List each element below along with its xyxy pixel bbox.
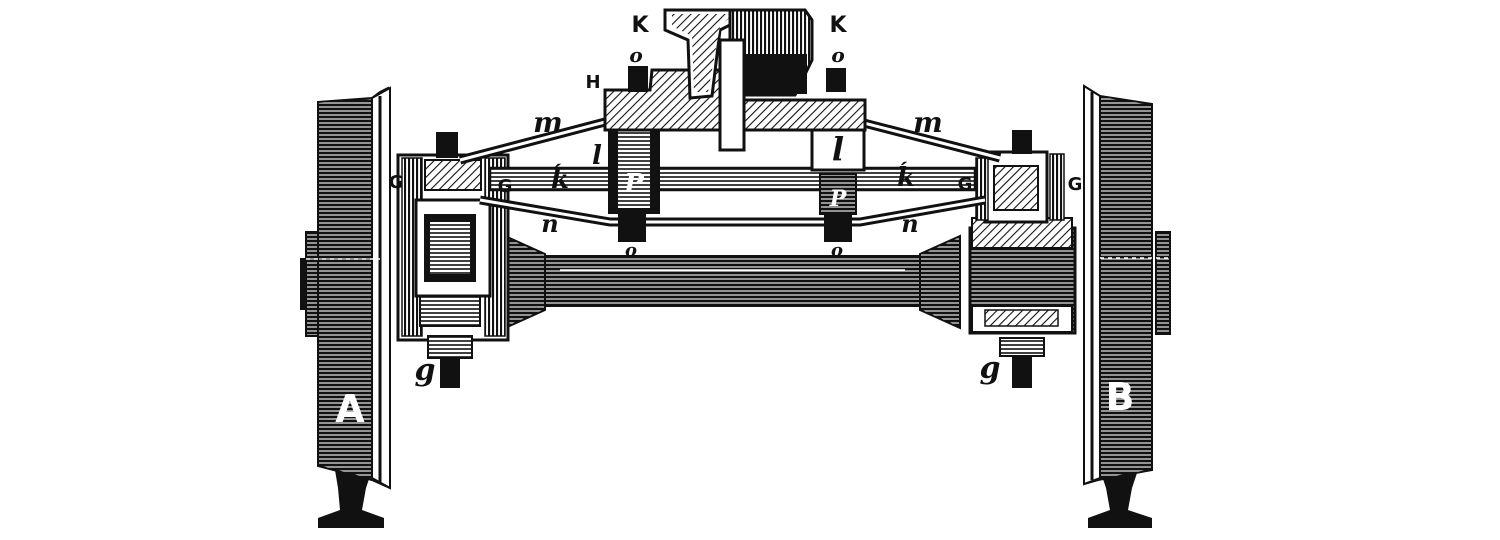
label-g-outer-left: G <box>389 172 404 193</box>
rod-n-lower <box>479 195 986 227</box>
label-o-bottom-right: o <box>831 240 843 261</box>
label-m-right: m <box>913 106 943 139</box>
axle-box-right <box>968 130 1077 388</box>
label-g-inner-right: G <box>958 174 973 195</box>
label-k-prime-left: ḱ <box>551 163 569 195</box>
label-wheel-b: B <box>1106 375 1135 419</box>
label-m-left: m <box>533 106 563 139</box>
labels: A B K K o o H m m l l ḱ ḱ P P G G G G n … <box>335 13 1134 431</box>
label-wheel-a: A <box>335 387 365 431</box>
rail-right <box>1088 470 1152 528</box>
label-l-block: l <box>832 130 844 168</box>
label-h: H <box>585 72 600 93</box>
wheel-b <box>1083 84 1172 486</box>
label-k-left: K <box>631 13 649 38</box>
label-g-outer-right: G <box>1068 174 1083 195</box>
label-l-left: l <box>592 141 602 171</box>
label-p-right: P <box>829 186 848 212</box>
rail-left <box>318 470 384 528</box>
label-k-prime-right: ḱ <box>897 161 915 193</box>
label-o-top-right: o <box>831 43 844 67</box>
axle-shaft <box>504 234 961 330</box>
wheel-a <box>300 86 391 490</box>
label-n-right: n <box>901 209 918 238</box>
label-g-left: g <box>415 353 436 388</box>
label-g-inner-left: G <box>498 176 513 197</box>
label-g-right: g <box>980 351 1001 386</box>
label-o-top-left: o <box>629 43 642 67</box>
label-o-bottom-left: o <box>625 240 637 261</box>
label-n-left: n <box>541 209 558 238</box>
post-left <box>608 118 660 242</box>
label-k-right: K <box>829 13 847 38</box>
label-p-left: P <box>623 169 645 199</box>
top-bracket <box>603 8 867 152</box>
